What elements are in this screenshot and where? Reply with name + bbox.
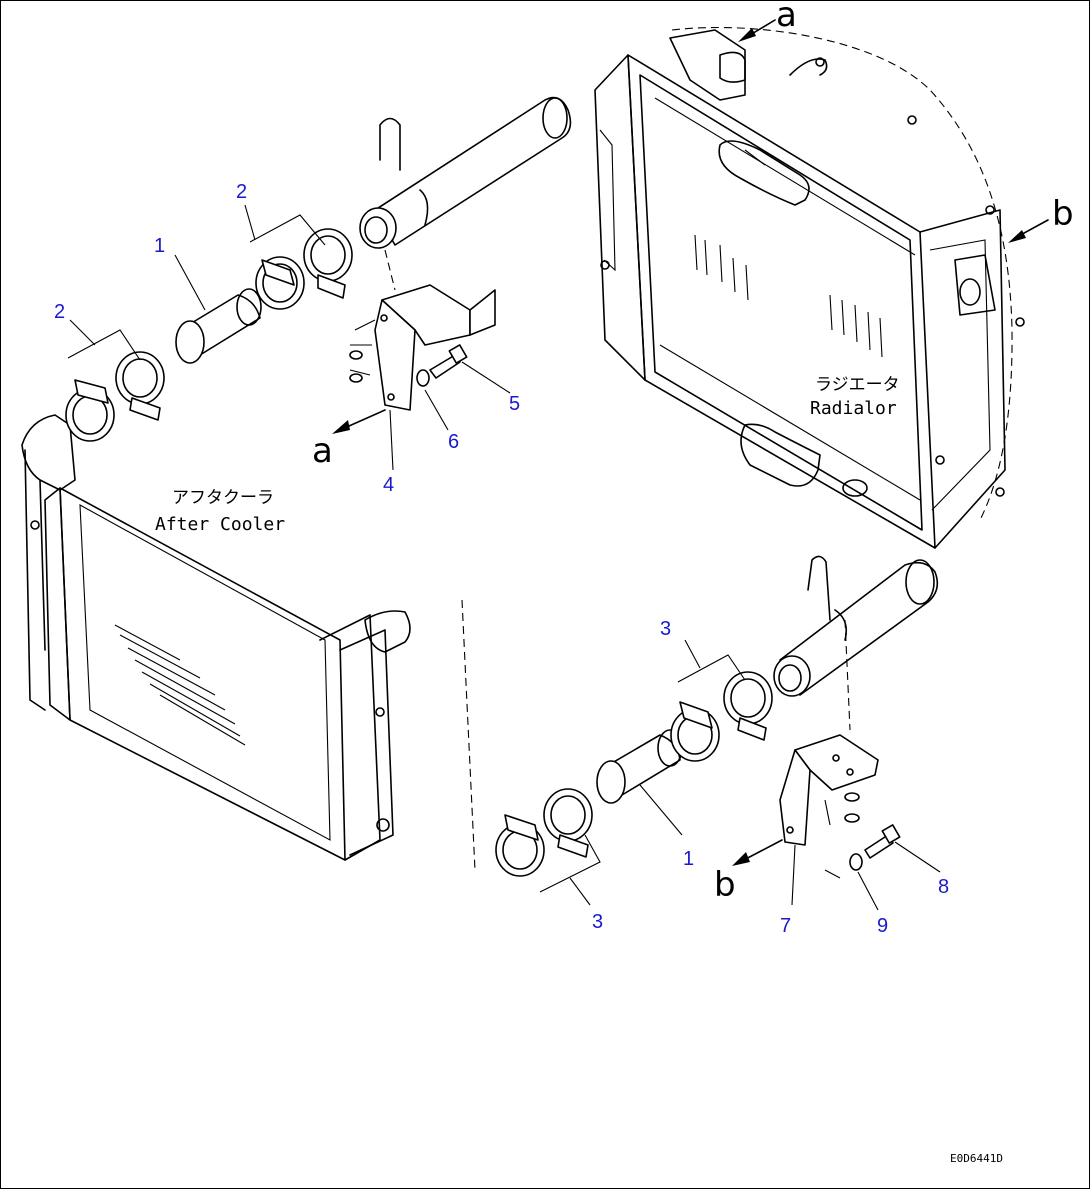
callout-8: 8: [938, 876, 949, 898]
aftercooler: [21, 414, 411, 861]
upper-hose-group: [65, 96, 572, 442]
callout-7: 7: [780, 915, 791, 937]
radiator-label-en: Radialor: [810, 398, 897, 419]
view-arrow-b-bottom: b: [714, 839, 783, 905]
callout-2-upper: 2: [236, 181, 247, 203]
marker-b-bottom: b: [714, 865, 736, 905]
radiator: [594, 26, 1025, 549]
aftercooler-label-jp: アフタクーラ: [172, 488, 274, 508]
view-arrow-a-left: a: [312, 409, 386, 471]
lower-hose-group: [495, 555, 939, 906]
callout-3-upper: 3: [660, 618, 671, 640]
callout-6: 6: [448, 431, 459, 453]
callout-4: 4: [383, 474, 394, 496]
callout-5: 5: [509, 393, 520, 415]
callout-1-lower: 1: [683, 848, 694, 870]
callout-2-left: 2: [54, 301, 65, 323]
callout-1-upper: 1: [154, 235, 165, 257]
view-arrow-a-top: a: [738, 0, 797, 42]
marker-b-right: b: [1052, 194, 1074, 234]
drawing-code: E0D6441D: [950, 1152, 1003, 1165]
radiator-label-jp: ラジエータ: [815, 375, 900, 395]
marker-a-top: a: [776, 0, 797, 35]
callout-9: 9: [877, 915, 888, 937]
marker-a-left: a: [312, 431, 333, 471]
bracket-7: [779, 619, 941, 911]
aftercooler-label-en: After Cooler: [155, 514, 285, 535]
view-arrow-b-right: b: [1008, 194, 1074, 243]
callout-3-lower: 3: [592, 911, 603, 933]
bracket-4: [349, 249, 511, 471]
